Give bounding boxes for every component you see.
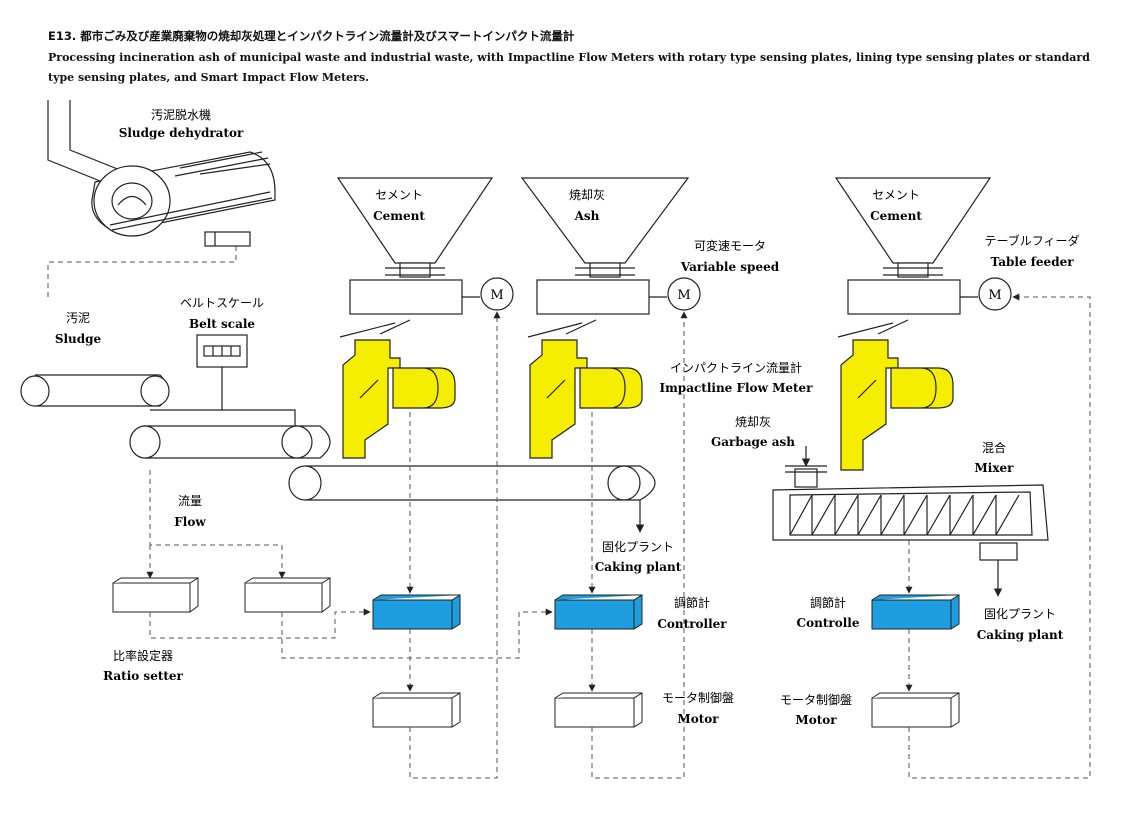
signal-lines — [47, 246, 1091, 779]
unit-ash — [520, 177, 701, 459]
label-flow-en: Flow — [174, 515, 206, 529]
controller-box-1 — [372, 594, 461, 630]
label-caking-plant-1-en: Caking plant — [595, 560, 682, 574]
label-controller-1-jp: 調節計 — [674, 595, 710, 610]
sludge-dehydrator — [47, 100, 276, 247]
label-mixer-en: Mixer — [975, 461, 1015, 475]
label-ash-jp: 焼却灰 — [569, 188, 605, 202]
motor-panel-1 — [372, 692, 461, 728]
label-table-feeder-jp: テーブルフィーダ — [984, 233, 1079, 248]
solid-arrows — [635, 446, 1003, 597]
label-impactline-jp: インパクトライン流量計 — [670, 360, 802, 375]
label-cement-2-en: Cement — [870, 209, 922, 223]
label-motor-1-en: Motor — [677, 712, 719, 726]
sludge-conveyor — [20, 374, 170, 407]
mixer — [772, 465, 1049, 561]
label-cement-2-jp: セメント — [872, 188, 920, 202]
ratio-setter-2 — [244, 577, 331, 613]
belt-scale — [129, 334, 331, 459]
label-motor-2-en: Motor — [795, 713, 837, 727]
page-subtitle: Processing incineration ash of municipal… — [48, 51, 1090, 84]
label-ash-en: Ash — [574, 209, 600, 223]
label-controller-1-en: Controller — [657, 617, 727, 631]
label-table-feeder-en: Table feeder — [990, 255, 1074, 269]
label-controller-2-en: Controlle — [797, 616, 860, 630]
label-sludge-dehydrator-jp: 汚泥脱水機 — [151, 107, 211, 122]
label-motor-1-jp: モータ制御盤 — [662, 690, 734, 705]
label-garbage-ash-en: Garbage ash — [711, 435, 795, 449]
label-garbage-ash-jp: 焼却灰 — [735, 415, 771, 429]
label-motor-2-jp: モータ制御盤 — [780, 692, 852, 707]
page-title: E13. 都市ごみ及び産業廃棄物の焼却灰処理とインパクトライン流量計及びスマート… — [48, 29, 575, 43]
label-caking-plant-2-en: Caking plant — [977, 628, 1064, 642]
main-conveyor — [288, 465, 656, 501]
controller-box-3 — [871, 594, 960, 630]
label-caking-plant-1-jp: 固化プラント — [602, 540, 674, 554]
label-cement-1-jp: セメント — [375, 188, 423, 202]
motor-panel-2 — [554, 692, 643, 728]
label-cement-1-en: Cement — [373, 209, 425, 223]
label-mixer-jp: 混合 — [982, 440, 1006, 455]
label-controller-2-jp: 調節計 — [810, 595, 846, 610]
ratio-setter-1 — [112, 577, 199, 613]
label-variable-speed-jp: 可変速モータ — [694, 238, 766, 253]
label-ratio-setter-en: Ratio setter — [103, 669, 183, 683]
motor-letter-2: M — [677, 288, 690, 303]
unit-cement-2 — [834, 177, 1012, 471]
motor-letter-1: M — [490, 288, 503, 303]
label-sludge-jp: 汚泥 — [66, 311, 90, 325]
controller-box-2 — [554, 594, 643, 630]
label-flow-jp: 流量 — [178, 494, 202, 508]
label-impactline-en: Impactline Flow Meter — [660, 381, 814, 395]
label-belt-scale-en: Belt scale — [189, 317, 255, 331]
label-ratio-setter-jp: 比率設定器 — [113, 648, 173, 663]
label-caking-plant-2-jp: 固化プラント — [984, 607, 1056, 621]
label-belt-scale-jp: ベルトスケール — [180, 296, 264, 310]
header: E13. 都市ごみ及び産業廃棄物の焼却灰処理とインパクトライン流量計及びスマート… — [48, 28, 1108, 88]
unit-cement-1 — [336, 177, 514, 459]
label-variable-speed-en: Variable speed — [680, 260, 780, 274]
label-sludge-dehydrator-en: Sludge dehydrator — [119, 126, 244, 140]
motor-letter-3: M — [988, 288, 1001, 303]
label-sludge-en: Sludge — [55, 332, 102, 346]
motor-panel-3 — [871, 692, 960, 728]
